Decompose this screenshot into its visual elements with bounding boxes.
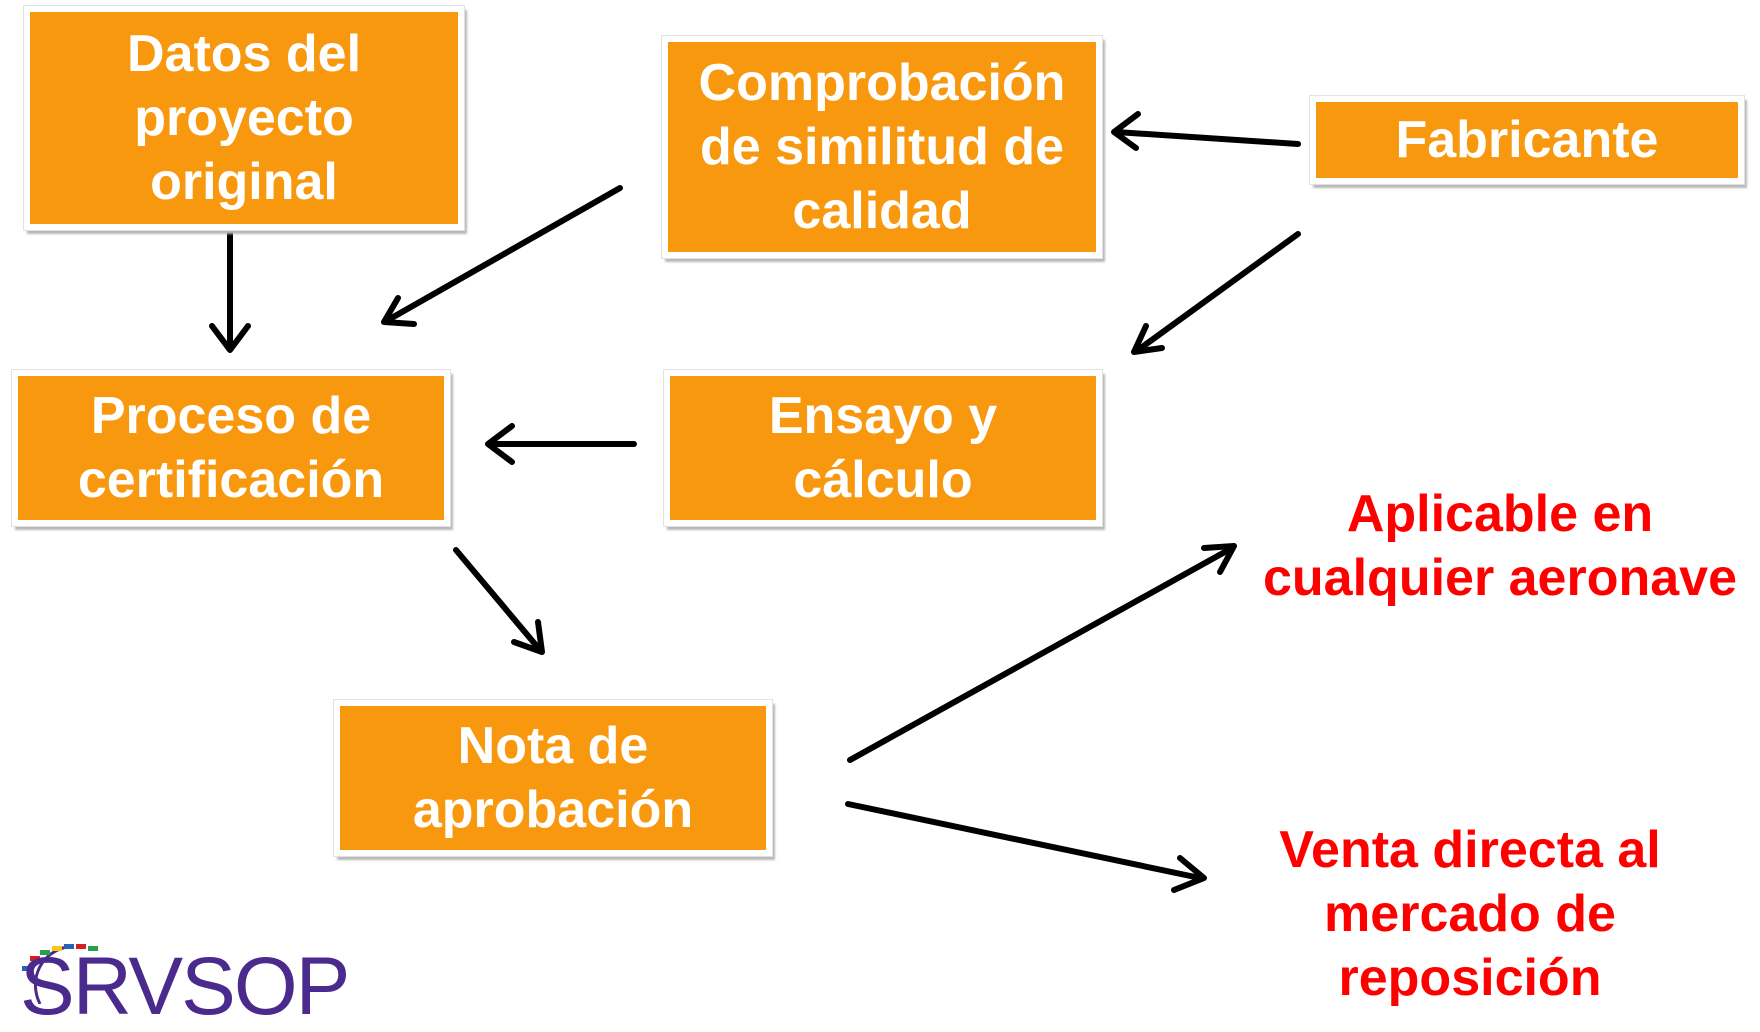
arrow-fabricante-to-comprobacion	[1111, 111, 1301, 151]
node-nota-de-aprobacion: Nota de aprobación	[333, 699, 773, 857]
node-comprobacion-similitud-calidad: Comprobación de similitud de calidad	[661, 35, 1103, 259]
node-datos-del-proyecto-original: Datos del proyecto original	[23, 5, 465, 231]
node-ensayo-y-calculo: Ensayo y cálculo	[663, 369, 1103, 527]
arrow-comprobacion-to-proceso	[381, 185, 623, 327]
diagram-arrows	[209, 111, 1301, 893]
node-fabricante: Fabricante	[1309, 95, 1745, 185]
node-proceso-de-certificacion: Proceso de certificación	[11, 369, 451, 527]
arrow-datos-to-proceso	[209, 229, 251, 353]
outcome-aplicable-en-cualquier-aeronave: Aplicable en cualquier aeronave	[1263, 485, 1737, 607]
arrow-proceso-to-nota	[453, 547, 545, 655]
srvsop-logo-text: SRVSOP	[20, 941, 350, 1032]
arrow-fabricante-to-ensayo	[1131, 231, 1301, 355]
logo-flag-marks	[22, 944, 98, 971]
srvsop-logo	[22, 944, 98, 1004]
arrow-nota-to-venta	[845, 801, 1207, 893]
arrow-ensayo-to-proceso	[485, 423, 637, 465]
arrow-nota-to-aplicable	[847, 543, 1237, 763]
outcome-venta-directa-mercado-reposicion: Venta directa al mercado de reposición	[1279, 821, 1661, 1007]
